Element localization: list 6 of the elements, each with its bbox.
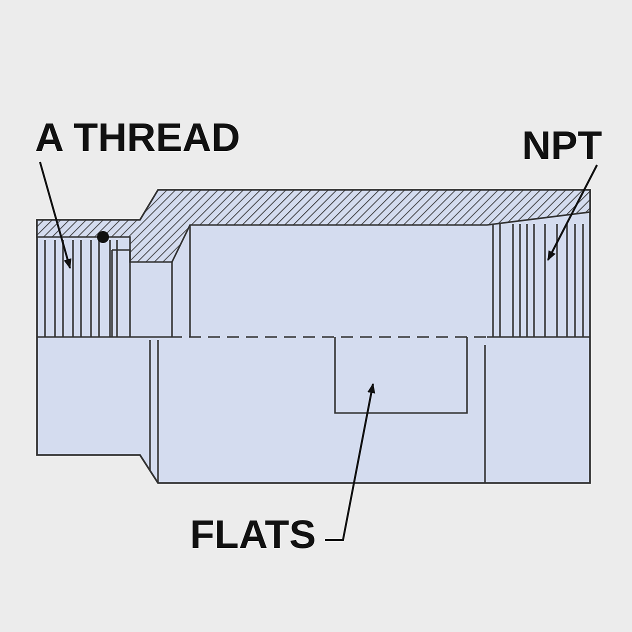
part-label: A THREAD bbox=[35, 118, 240, 158]
part-label: NPT bbox=[522, 126, 602, 166]
part-label: FLATS bbox=[190, 515, 316, 555]
leader-line bbox=[325, 383, 376, 541]
leader-line bbox=[39, 162, 72, 269]
leader-line bbox=[547, 164, 598, 261]
